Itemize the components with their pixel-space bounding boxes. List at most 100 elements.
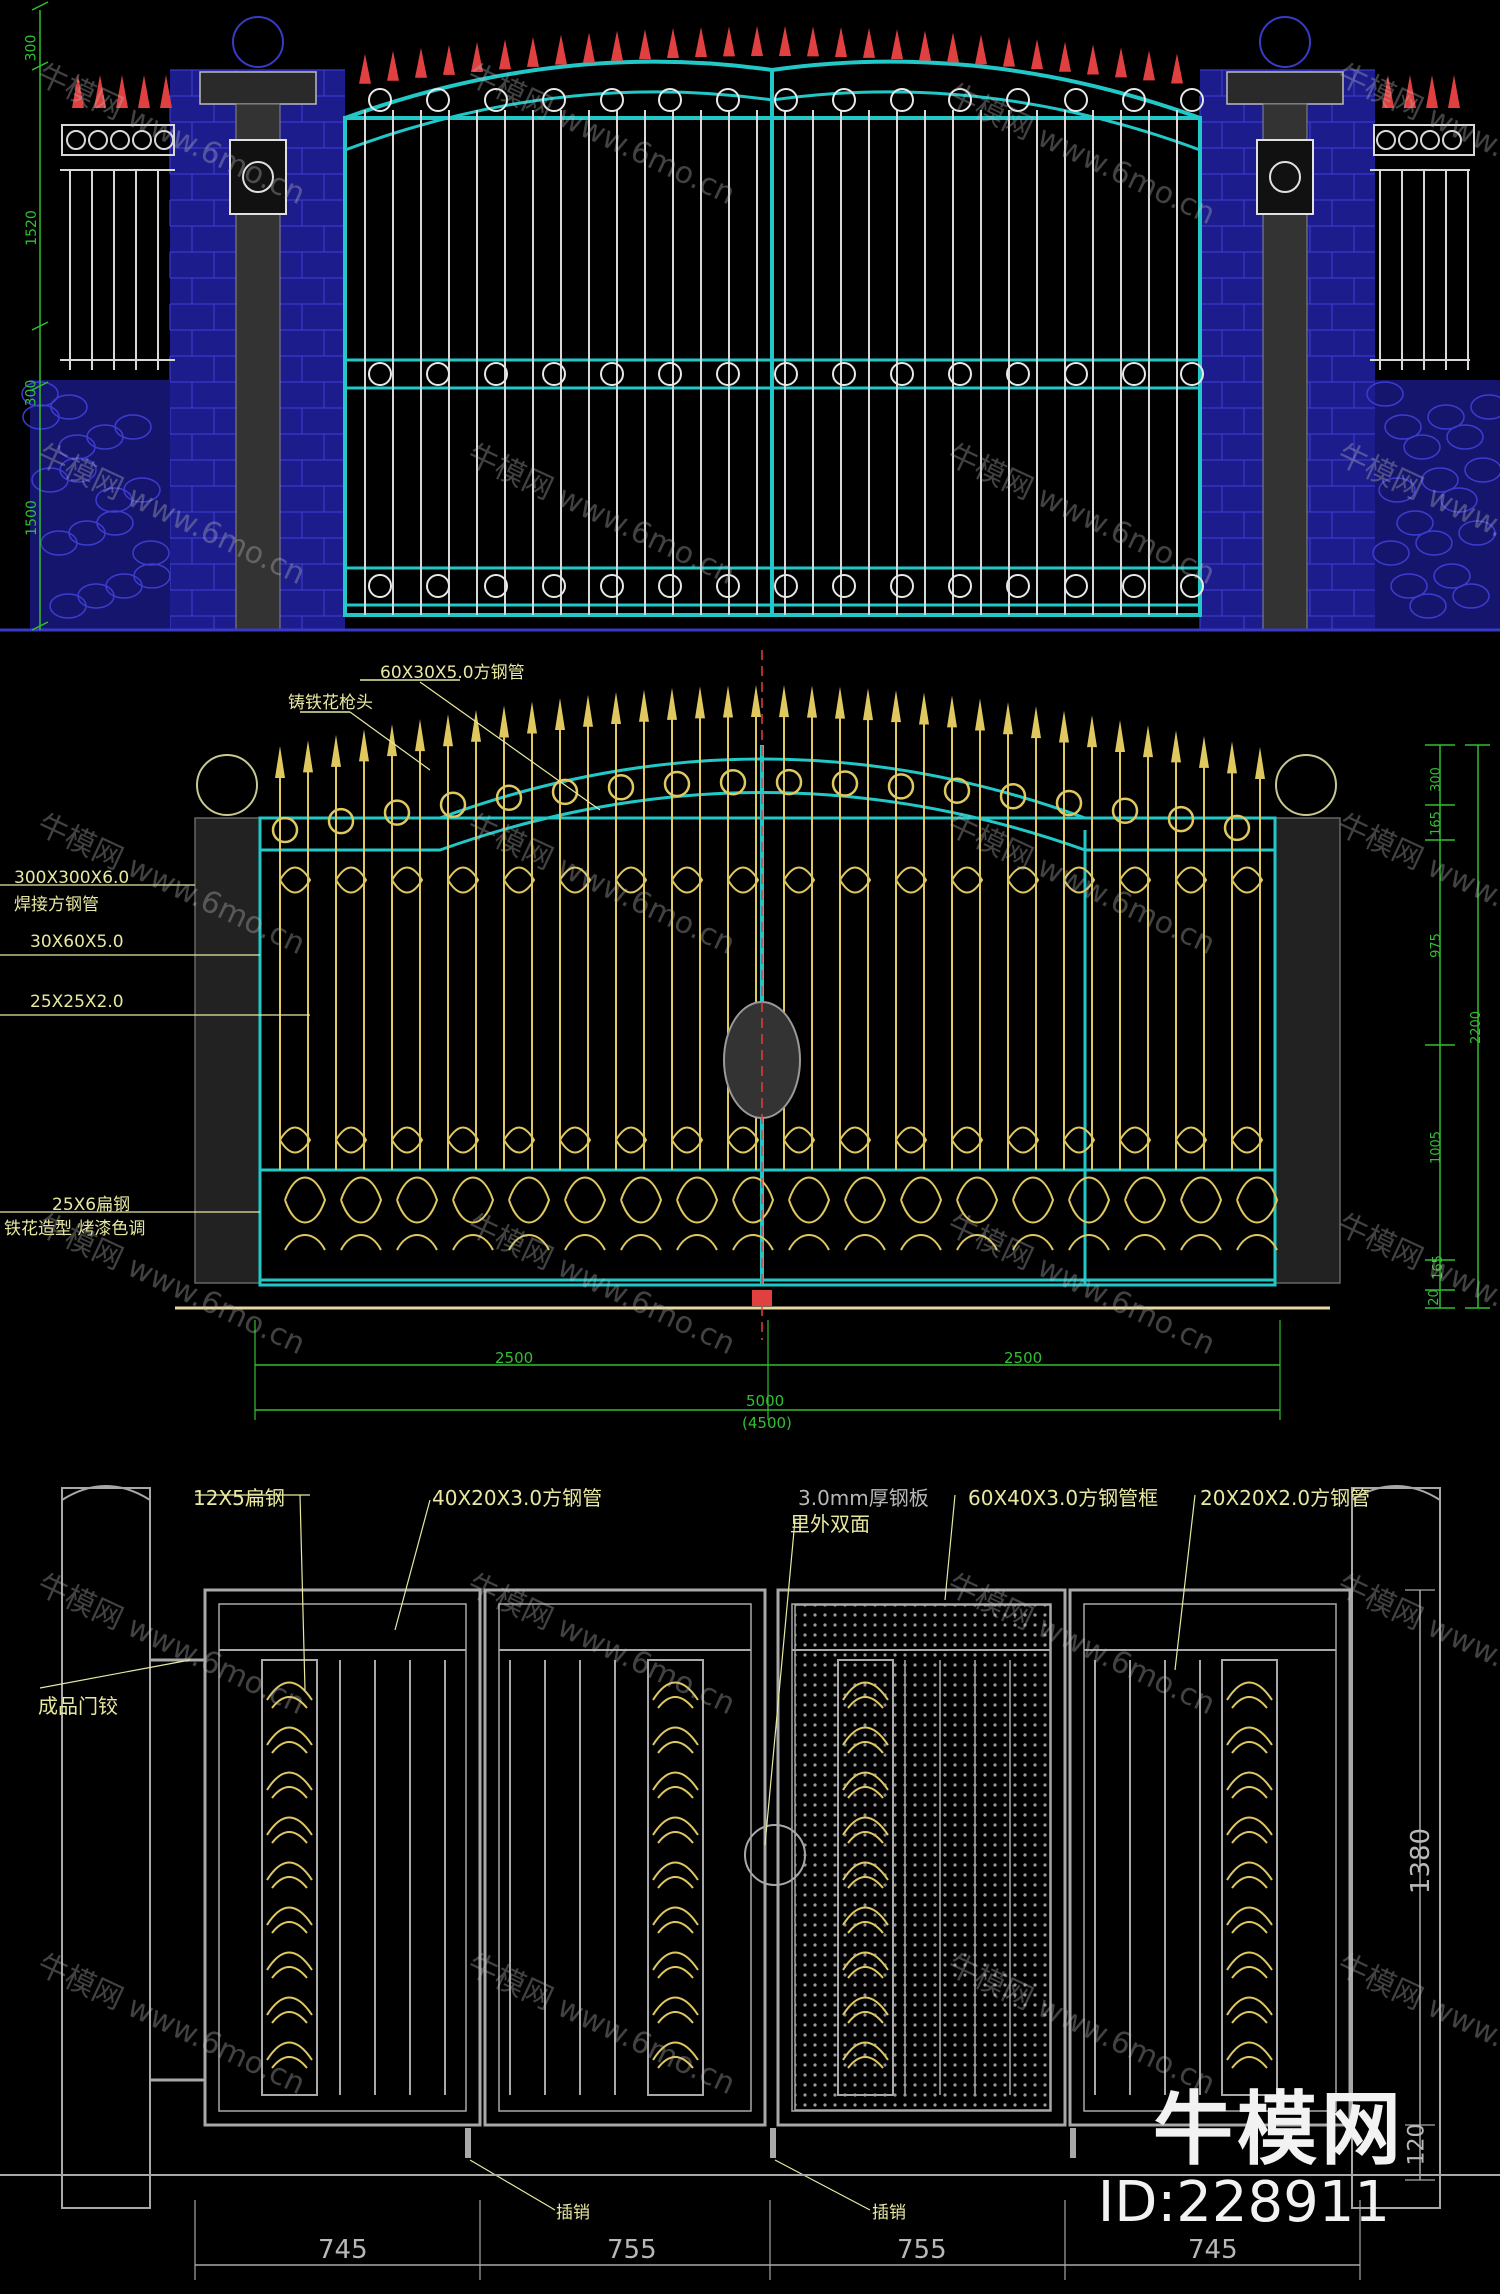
gate-ring <box>1180 574 1204 598</box>
pillar-lantern <box>229 139 287 215</box>
p2-rdim-4: 2200 <box>1469 1010 1485 1045</box>
stone-outline <box>1427 404 1465 430</box>
gate-finial <box>639 29 651 60</box>
p3-scroll <box>266 2041 313 2061</box>
p3-scroll <box>271 1741 308 1754</box>
gate-ring <box>832 574 856 598</box>
p1-dim-1: 300 <box>23 34 40 62</box>
p2-top-ring <box>607 774 635 801</box>
stone-base <box>1375 380 1500 630</box>
p2-scroll-mid <box>895 1126 928 1154</box>
p2-finial-tip <box>807 685 817 718</box>
p2-top-arch <box>260 757 1275 820</box>
p3-callout-bolt-1: 插销 <box>556 2203 590 2223</box>
p3-post-right <box>1351 1487 1441 2209</box>
p2-scroll-mid <box>1175 1126 1208 1154</box>
gate-finial <box>583 32 595 63</box>
p2-callout-top-tube: 60X30X5.0方钢管 <box>380 663 525 683</box>
p2-scroll-low <box>508 1234 550 1251</box>
p3-scroll <box>1231 1786 1268 1799</box>
p2-scroll-top <box>1063 866 1096 894</box>
p2-scroll-top <box>503 866 536 894</box>
p3-scroll-column <box>1221 1659 1278 2096</box>
p2-scroll-low <box>340 1234 382 1251</box>
gate-top-ring <box>1006 88 1030 112</box>
p2-scroll-bottom <box>1068 1176 1111 1224</box>
gate-finial <box>1031 39 1043 70</box>
p2-scroll-low <box>956 1234 998 1251</box>
p2-scroll-top <box>615 866 648 894</box>
p1-dim-3: 300 <box>23 379 40 407</box>
p2-scroll-low <box>900 1234 942 1251</box>
p3-scroll <box>847 1921 884 1934</box>
p3-scroll <box>1231 1741 1268 1754</box>
p3-scroll <box>1226 1906 1273 1926</box>
p3-bdim-3: 755 <box>897 2235 947 2265</box>
p3-scroll <box>1226 1816 1273 1836</box>
p3-scroll <box>652 1771 699 1791</box>
panel-3-door-elevation <box>0 1485 1500 2280</box>
p3-scroll <box>657 1696 694 1709</box>
p3-post-left <box>61 1487 151 2209</box>
p2-finial-tip <box>1199 735 1209 768</box>
p2-scroll-mid <box>503 1126 536 1154</box>
gate-finial <box>779 26 791 57</box>
gate-ring <box>368 362 392 386</box>
stone-outline <box>1446 424 1484 450</box>
p2-scroll-top <box>1119 866 1152 894</box>
stone-outline <box>96 510 134 536</box>
p3-scroll <box>842 1951 889 1971</box>
p2-scroll-top <box>895 866 928 894</box>
p2-scroll-mid <box>727 1126 760 1154</box>
p3-rdim-gap: 120 <box>1404 2123 1430 2166</box>
p2-finial-tip <box>1059 710 1069 743</box>
stone-outline <box>1390 573 1428 599</box>
p3-scroll <box>266 1726 313 1746</box>
stone-outline <box>123 477 161 503</box>
gate-ring <box>484 574 508 598</box>
gate-ring <box>774 362 798 386</box>
p2-finial-tip <box>639 689 649 722</box>
p2-scroll-bottom <box>844 1176 887 1224</box>
gate-top-ring <box>832 88 856 112</box>
p3-scroll <box>271 2011 308 2024</box>
p3-scroll <box>657 1966 694 1979</box>
fence-ring <box>88 130 108 150</box>
p2-scroll-top <box>391 866 424 894</box>
p2-top-ring <box>439 791 467 819</box>
p3-scroll <box>847 1966 884 1979</box>
p2-scroll-bottom <box>1236 1176 1279 1224</box>
gate-ring <box>1006 362 1030 386</box>
p3-callout-both: 里外双面 <box>790 1512 870 1536</box>
fence-ring <box>1376 130 1396 150</box>
p2-post-ball-left <box>196 754 258 816</box>
p2-finial-tip <box>1115 719 1125 752</box>
p2-scroll-low <box>452 1234 494 1251</box>
p2-scroll-bottom <box>676 1176 719 1224</box>
p3-scroll <box>266 1816 313 1836</box>
p2-gate-frame <box>258 816 1277 1287</box>
p3-scroll <box>652 1861 699 1881</box>
p2-scroll-top <box>1231 866 1264 894</box>
p2-finial-tip <box>891 690 901 723</box>
p2-rdim-2: 165 <box>1428 811 1444 836</box>
gate-ring <box>948 574 972 598</box>
gate-finial <box>1171 53 1183 84</box>
p2-scroll-low <box>844 1234 886 1251</box>
p3-bdim-4: 745 <box>1188 2235 1238 2265</box>
p1-dim-tick <box>31 61 49 71</box>
stone-outline <box>50 394 88 420</box>
p3-scroll <box>657 2056 694 2069</box>
p3-scroll <box>1226 1771 1273 1791</box>
gate-ring <box>1180 362 1204 386</box>
p2-finial-tip <box>975 698 985 731</box>
p2-finial-tip <box>751 685 761 718</box>
p3-scroll <box>1231 1966 1268 1979</box>
p2-rdim-7: 20 <box>1426 1289 1442 1306</box>
p3-lock-circle <box>744 1824 806 1886</box>
gate-finial <box>975 34 987 65</box>
p2-scroll-bottom <box>452 1176 495 1224</box>
gate-finial <box>471 42 483 73</box>
stone-outline <box>1464 457 1500 483</box>
